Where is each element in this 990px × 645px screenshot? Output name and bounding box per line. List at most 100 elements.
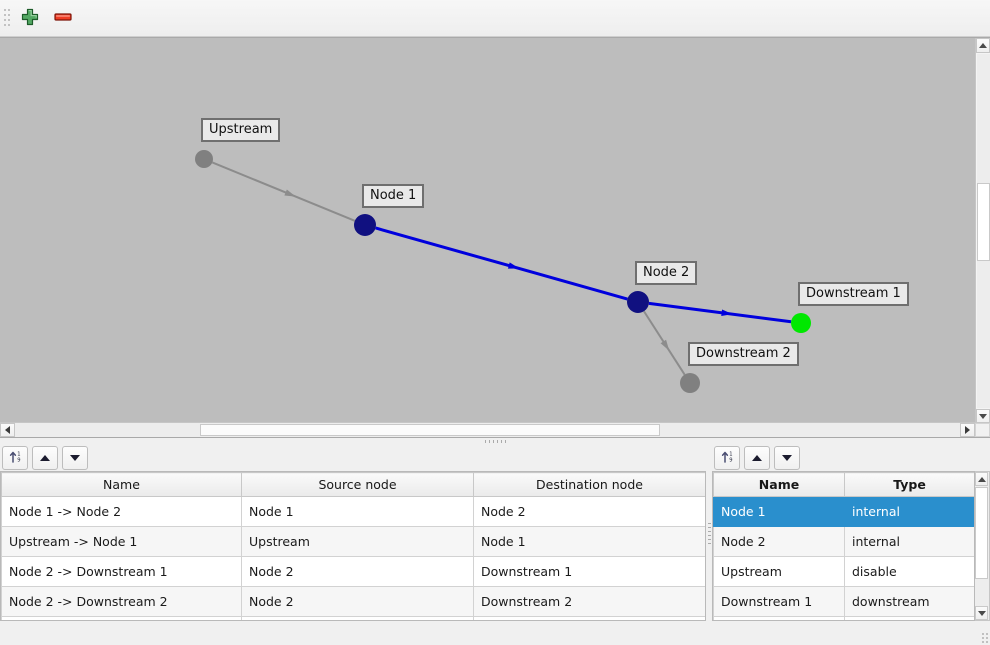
- table-cell[interactable]: Node 2: [713, 526, 845, 557]
- edge-column-header-name[interactable]: Name: [1, 472, 242, 497]
- node-scroll-up-button[interactable]: [975, 472, 988, 486]
- graph-node-label-downstream2[interactable]: Downstream 2: [688, 342, 799, 366]
- triangle-up-icon: [40, 454, 50, 461]
- node-panel-toolbar: 1 9: [712, 444, 990, 471]
- graph-node-node2[interactable]: [627, 291, 649, 313]
- triangle-down-icon: [979, 414, 987, 419]
- graph-canvas[interactable]: [0, 38, 975, 424]
- table-cell[interactable]: Upstream -> Node 1: [1, 526, 242, 557]
- graph-node-node1[interactable]: [354, 214, 376, 236]
- node-move-down-button[interactable]: [774, 445, 800, 470]
- graph-node-downstream2[interactable]: [680, 373, 700, 393]
- graph-node-label-upstream[interactable]: Upstream: [201, 118, 281, 142]
- graph-edge[interactable]: [648, 301, 792, 324]
- table-cell[interactable]: Downstream 1: [713, 586, 845, 617]
- window-resize-grip[interactable]: [982, 633, 988, 643]
- svg-text:9: 9: [17, 457, 20, 463]
- remove-node-button[interactable]: [48, 4, 78, 32]
- node-vscroll-thumb[interactable]: [975, 487, 988, 579]
- table-cell-empty: [473, 616, 705, 620]
- table-cell[interactable]: Node 2 -> Downstream 1: [1, 556, 242, 587]
- table-cell[interactable]: Node 2: [241, 586, 474, 617]
- node-panel: 1 9: [712, 444, 990, 622]
- svg-text:1: 1: [17, 451, 20, 457]
- graph-scroll-right-button[interactable]: [960, 423, 975, 437]
- triangle-down-icon: [782, 454, 792, 461]
- table-cell[interactable]: Node 1: [241, 496, 474, 527]
- graph-scroll-up-button[interactable]: [976, 38, 990, 53]
- table-cell[interactable]: downstream: [844, 586, 974, 617]
- edge-table-container[interactable]: Name Source node Destination node Node 1…: [0, 471, 706, 621]
- graph-edge[interactable]: [211, 161, 356, 222]
- table-cell[interactable]: Node 1: [713, 496, 845, 527]
- table-cell[interactable]: Node 1 -> Node 2: [1, 496, 242, 527]
- graph-vertical-scrollbar[interactable]: [975, 38, 990, 424]
- graph-edge-arrow-icon: [660, 339, 670, 351]
- vertical-splitter[interactable]: [706, 444, 713, 622]
- node-move-up-button[interactable]: [744, 445, 770, 470]
- graph-edge-arrow-icon: [507, 262, 520, 269]
- node-table-vertical-scrollbar[interactable]: [975, 471, 990, 621]
- graph-svg: [195, 150, 811, 393]
- node-column-header-type[interactable]: Type: [844, 472, 974, 497]
- node-sort-button[interactable]: 1 9: [714, 445, 740, 470]
- triangle-right-icon: [965, 426, 970, 434]
- red-minus-icon: [52, 7, 74, 30]
- edge-move-down-button[interactable]: [62, 445, 88, 470]
- sort-ascending-icon: 1 9: [8, 449, 23, 467]
- graph-vscroll-thumb[interactable]: [977, 183, 990, 261]
- graph-node-label-node2[interactable]: Node 2: [635, 261, 698, 285]
- node-column-header-name[interactable]: Name: [713, 472, 845, 497]
- node-table-header-row: Name Type: [713, 472, 974, 497]
- table-cell-empty: [713, 616, 845, 620]
- graph-edge[interactable]: [375, 226, 628, 301]
- graph-node-downstream1[interactable]: [791, 313, 811, 333]
- table-cell[interactable]: Node 2 -> Downstream 2: [1, 586, 242, 617]
- graph-horizontal-scrollbar[interactable]: [0, 422, 990, 437]
- triangle-up-icon: [752, 454, 762, 461]
- table-cell-empty: [1, 616, 242, 620]
- toolbar-drag-handle[interactable]: [3, 7, 12, 29]
- graph-scroll-left-button[interactable]: [0, 423, 15, 437]
- table-cell[interactable]: Downstream 1: [473, 556, 705, 587]
- table-cell[interactable]: internal: [844, 526, 974, 557]
- table-cell[interactable]: Node 2: [473, 496, 705, 527]
- triangle-down-icon: [70, 454, 80, 461]
- graph-node-upstream[interactable]: [195, 150, 213, 168]
- edge-sort-button[interactable]: 1 9: [2, 445, 28, 470]
- table-cell[interactable]: internal: [844, 496, 974, 527]
- table-row-empty[interactable]: [1, 616, 705, 620]
- node-scroll-down-button[interactable]: [975, 606, 988, 620]
- splitter-grip: [484, 440, 506, 443]
- edge-move-up-button[interactable]: [32, 445, 58, 470]
- table-cell[interactable]: Upstream: [713, 556, 845, 587]
- table-cell[interactable]: Node 1: [473, 526, 705, 557]
- graph-node-label-node1[interactable]: Node 1: [362, 184, 425, 208]
- graph-node-label-downstream1[interactable]: Downstream 1: [798, 282, 909, 306]
- edge-column-header-destination[interactable]: Destination node: [473, 472, 705, 497]
- table-cell[interactable]: disable: [844, 556, 974, 587]
- tables-area: 1 9 Name: [0, 444, 990, 622]
- table-cell[interactable]: Downstream 2: [473, 586, 705, 617]
- table-row-empty[interactable]: [713, 616, 974, 620]
- table-cell[interactable]: Upstream: [241, 526, 474, 557]
- table-cell[interactable]: Node 2: [241, 556, 474, 587]
- edge-column-header-source[interactable]: Source node: [241, 472, 474, 497]
- graph-hscroll-thumb[interactable]: [200, 424, 660, 436]
- add-node-button[interactable]: [15, 4, 45, 32]
- triangle-up-icon: [979, 43, 987, 48]
- horizontal-splitter[interactable]: [0, 438, 990, 445]
- main-toolbar: [0, 0, 990, 37]
